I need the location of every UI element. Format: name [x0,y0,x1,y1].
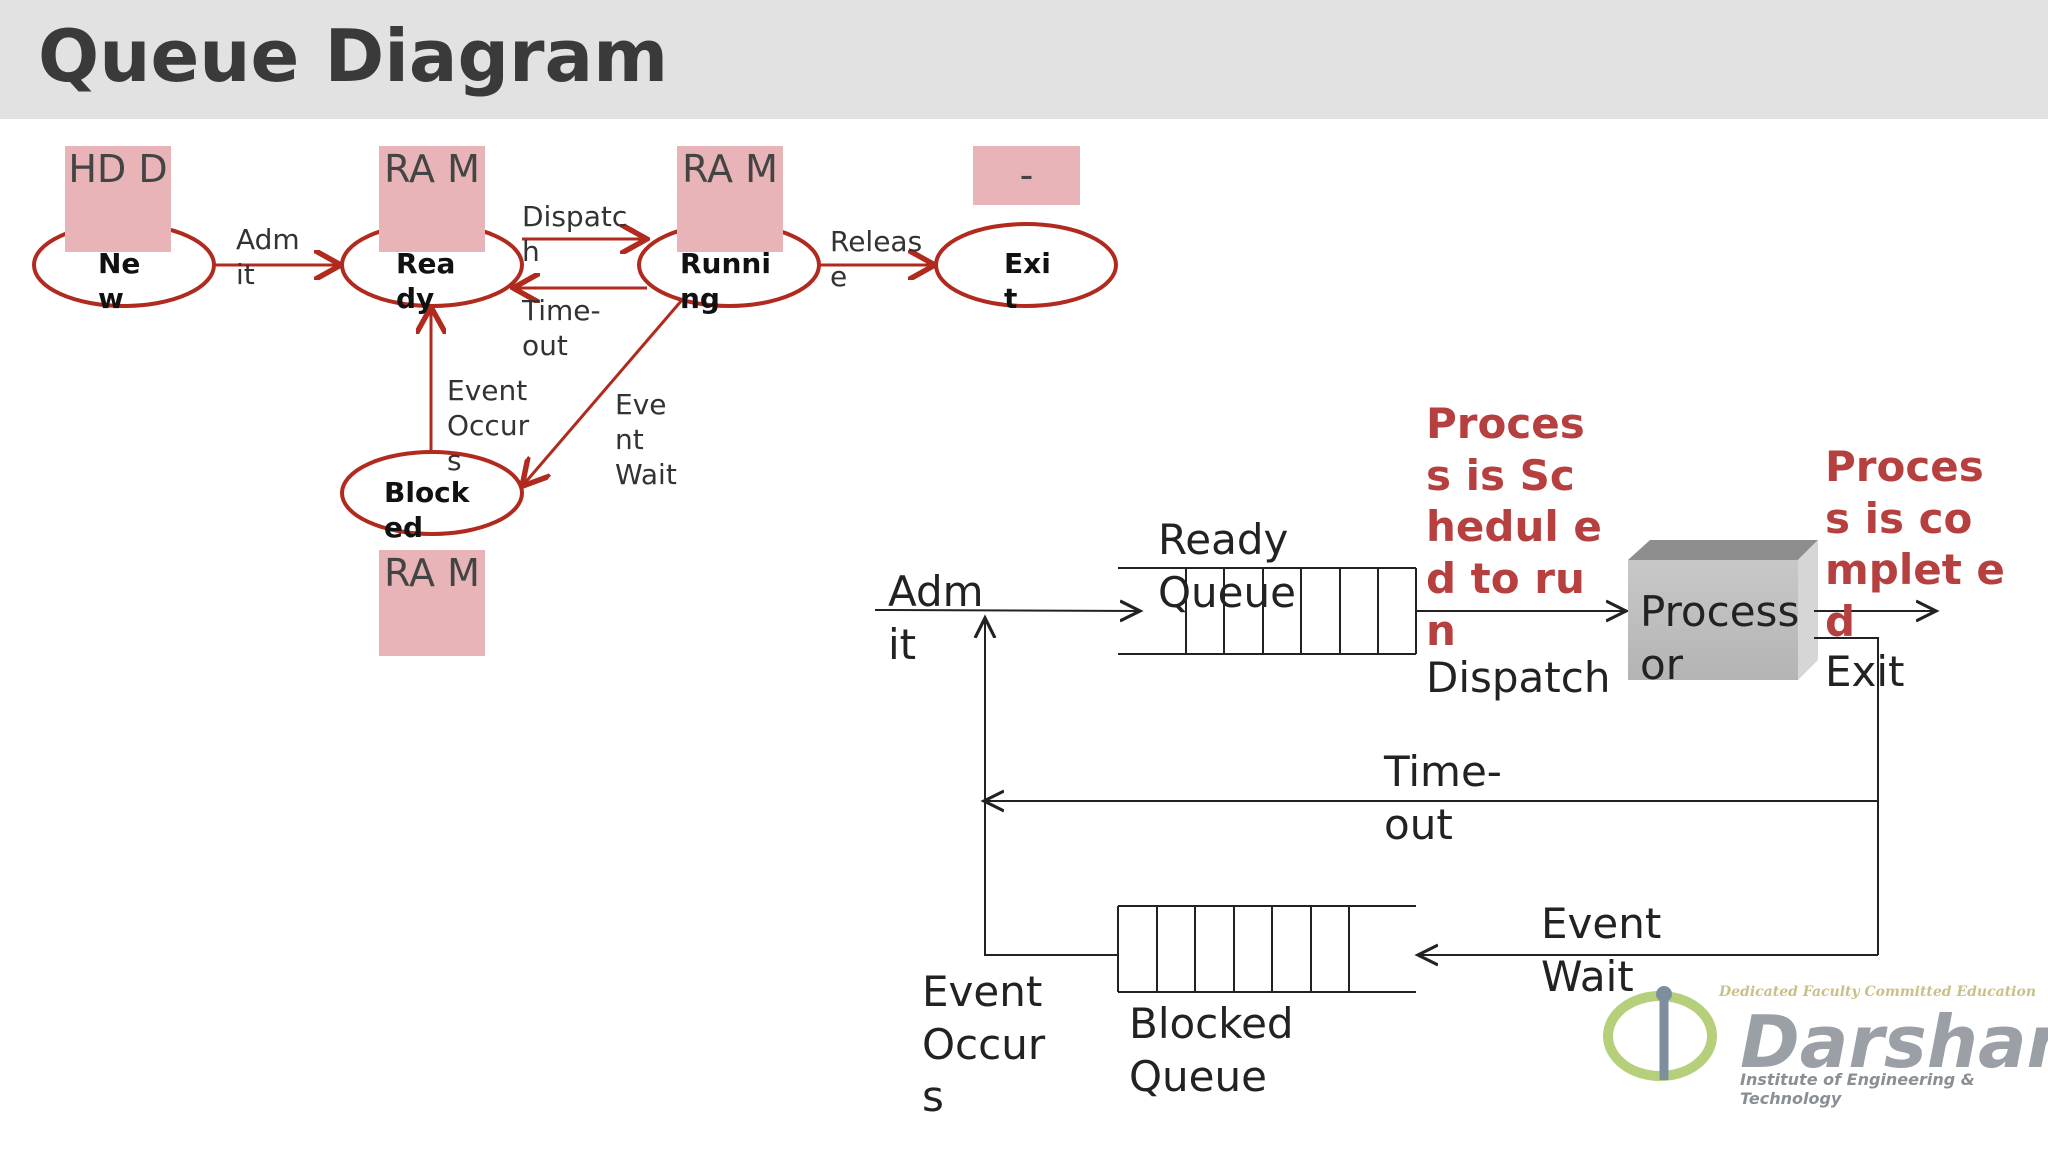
memory-tag-new: HD D [65,146,171,252]
queue-admit-label: Adm it [888,567,984,669]
memory-tag-exit: - [973,146,1080,205]
event-occurs-line [985,618,1118,956]
blocked-queue-label: Blocked Queue [1129,999,1294,1101]
memory-tag-running: RA M [677,146,783,252]
logo-subtitle: Institute of Engineering & Technology [1740,1070,1975,1108]
processor-box-top [1628,540,1818,560]
state-blocked-label: Blocked [384,476,470,544]
state-running-label: Running [680,247,771,315]
memory-tag-ready: RA M [379,146,485,252]
state-ready-label: Rea dy [396,247,456,315]
event-wait-label-queue: Event Wait [1541,899,1662,1001]
blocked-queue-slots [1117,906,1350,992]
processor-out-line [1814,637,1879,955]
ready-queue-label: Ready Queue [1158,515,1296,617]
admit-line [874,610,1140,611]
exit-label-queue: Exit [1825,647,1905,696]
slide-title: Queue Diagram [38,14,669,98]
note-process-scheduled: Process is Schedul ed to run [1426,399,1602,655]
processor-label: Process or [1640,587,1800,689]
processor-box-side [1798,540,1818,680]
memory-tag-blocked: RA M [379,550,485,656]
event-occurs-label-queue: Event Occur s [922,967,1046,1121]
release-label: Releas e [830,225,923,293]
timeout-label-queue: Time- out [1384,747,1502,849]
title-bar [0,0,2048,119]
note-process-completed: Process is complet ed [1825,442,2005,646]
processor-box-front [1628,560,1798,680]
logo-tagline: Dedicated Faculty Committed Education [1719,984,2036,1000]
dispatch-label-queue: Dispatch [1426,653,1611,702]
event-wait-label: Eve nt Wait [615,388,677,491]
admit-label: Adm it [236,223,300,291]
dispatch-label: Dispatc h [522,200,628,268]
state-exit-label: Exit [1004,247,1051,315]
event-occurs-label: Event Occur s [447,374,530,477]
state-new-label: Ne w [98,247,141,315]
logo-name: Darshan [1740,1000,2048,1084]
event-wait-arrow [524,299,684,484]
timeout-label: Time- out [522,294,601,362]
darshan-logo-emblem [1603,986,1717,1081]
